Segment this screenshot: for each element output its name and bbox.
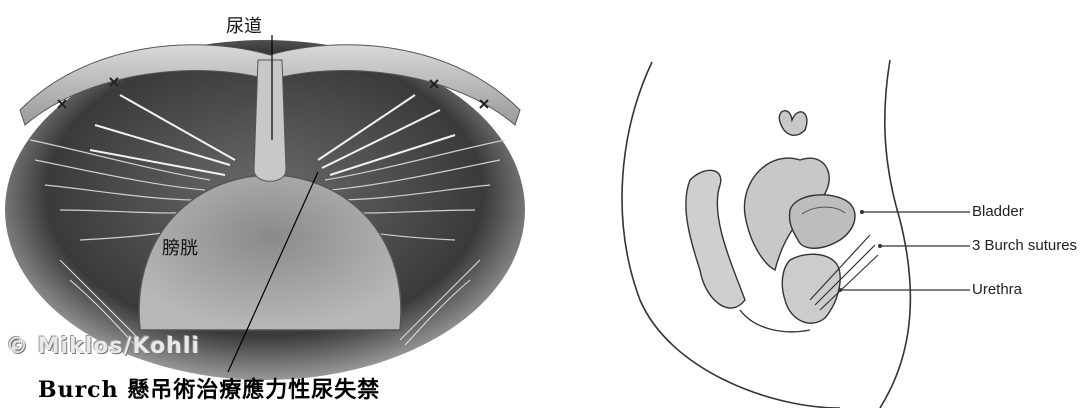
bladder-shape-right [789, 195, 855, 248]
ovary-shape [779, 111, 807, 136]
body-outline-front [880, 60, 910, 408]
rectum-shape [686, 170, 745, 308]
anatomy-diagram-panel: Bladder 3 Burch sutures Urethra [540, 0, 1082, 408]
urethra-label-en: Urethra [972, 281, 1022, 298]
urethra-label: 尿道 [226, 12, 262, 38]
surgical-illustration-panel: 尿道 膀胱 © Miklos/Kohli Burch 懸吊術治療應力性尿失禁 [0, 0, 540, 408]
bladder-label: 膀胱 [162, 234, 198, 260]
sutures-leader-dot [878, 244, 882, 248]
copyright-watermark: © Miklos/Kohli [6, 334, 200, 359]
urethra-shape [254, 60, 286, 181]
bladder-label-en: Bladder [972, 203, 1024, 220]
bladder-leader-dot [860, 210, 864, 214]
sutures-label-en: 3 Burch sutures [972, 237, 1077, 254]
figure-caption: Burch 懸吊術治療應力性尿失禁 [38, 372, 518, 404]
urethra-leader-dot [838, 288, 842, 292]
